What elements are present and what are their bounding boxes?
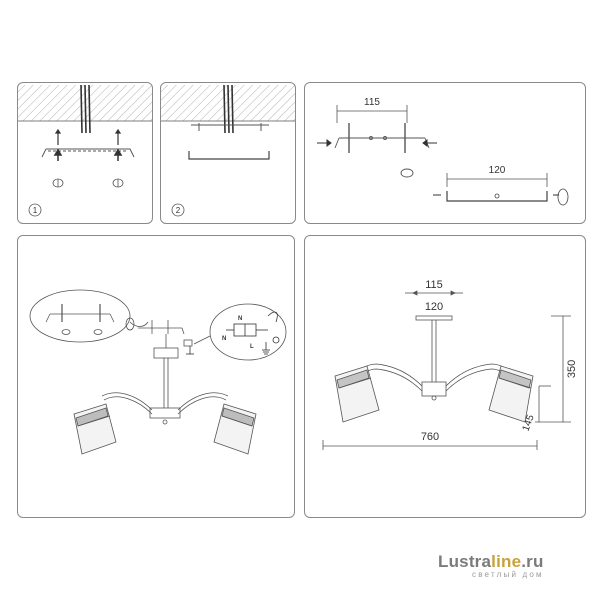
earth-icon-small xyxy=(186,346,194,355)
mounting-bracket xyxy=(41,148,135,158)
dimensions-panel: 115 120 xyxy=(304,235,586,518)
installed-screws xyxy=(191,123,269,131)
rotation-mark xyxy=(125,317,135,331)
right-shade xyxy=(213,403,257,455)
dimensions-drawing: 115 120 xyxy=(322,279,578,450)
wiring-pointer xyxy=(193,335,211,345)
wall-plugs xyxy=(52,178,124,188)
terminal-block xyxy=(226,311,280,344)
right-shade xyxy=(488,365,534,423)
dim-115 xyxy=(336,105,408,123)
dim-760-line xyxy=(322,440,538,450)
wiring-panel: N N L xyxy=(17,235,295,518)
brand-part2: line xyxy=(491,552,522,571)
canopy-plate xyxy=(415,315,453,321)
neutral-label-2: N xyxy=(222,336,226,342)
brand-tagline: светлый дом xyxy=(472,570,544,579)
step2-drawing: 2 xyxy=(161,84,295,217)
bracket-panel: 115 120 xyxy=(304,82,586,224)
step1-badge xyxy=(28,203,42,217)
screw-arrows xyxy=(53,148,123,161)
brand-name: Lustraline.ru xyxy=(438,552,588,572)
wiring-drawing: N N L xyxy=(29,289,287,455)
dim-115-line xyxy=(405,290,463,296)
step1-panel: 1 xyxy=(17,82,153,224)
lower-bar xyxy=(446,188,569,206)
earth-icon xyxy=(262,342,270,355)
dim-350-label: 350 xyxy=(566,360,578,378)
bubble-bracket xyxy=(45,304,115,335)
brand-watermark: Lustraline.ru светлый дом xyxy=(438,552,588,579)
dim-120-label: 120 xyxy=(425,301,443,313)
dim-760-label: 760 xyxy=(421,431,439,443)
ceiling-wires xyxy=(80,84,91,134)
dim-115-label: 115 xyxy=(364,97,380,108)
step2-number: 2 xyxy=(176,206,181,215)
live-label: L xyxy=(250,344,254,350)
upper-arrows xyxy=(317,139,437,147)
step2-badge xyxy=(171,203,185,217)
dim-145-line xyxy=(538,385,551,422)
bracket-detail-bubble xyxy=(29,289,131,343)
center-mount xyxy=(138,320,193,359)
brand-part3: .ru xyxy=(521,552,544,571)
dim-115-label: 115 xyxy=(425,279,443,291)
neutral-label: N xyxy=(238,316,242,322)
brand-part1: Lustra xyxy=(438,552,492,571)
mounted-bracket xyxy=(188,151,270,160)
bracket-drawing: 115 120 xyxy=(317,97,569,206)
bubble-pointer xyxy=(129,321,149,327)
lamp-arms xyxy=(356,363,512,392)
wiring-detail-bubble xyxy=(209,303,287,361)
left-shade xyxy=(334,365,380,423)
dim-350-line xyxy=(535,315,571,423)
step2-panel: 2 xyxy=(160,82,296,224)
lamp-stem xyxy=(421,320,447,401)
dim-120 xyxy=(446,173,548,187)
screws xyxy=(54,128,122,145)
step1-number: 1 xyxy=(33,206,38,215)
upper-bracket xyxy=(334,123,430,178)
left-shade xyxy=(73,403,117,455)
lamp-assembly xyxy=(101,358,229,425)
step1-drawing: 1 xyxy=(18,84,152,217)
dim-120-label: 120 xyxy=(489,165,506,176)
